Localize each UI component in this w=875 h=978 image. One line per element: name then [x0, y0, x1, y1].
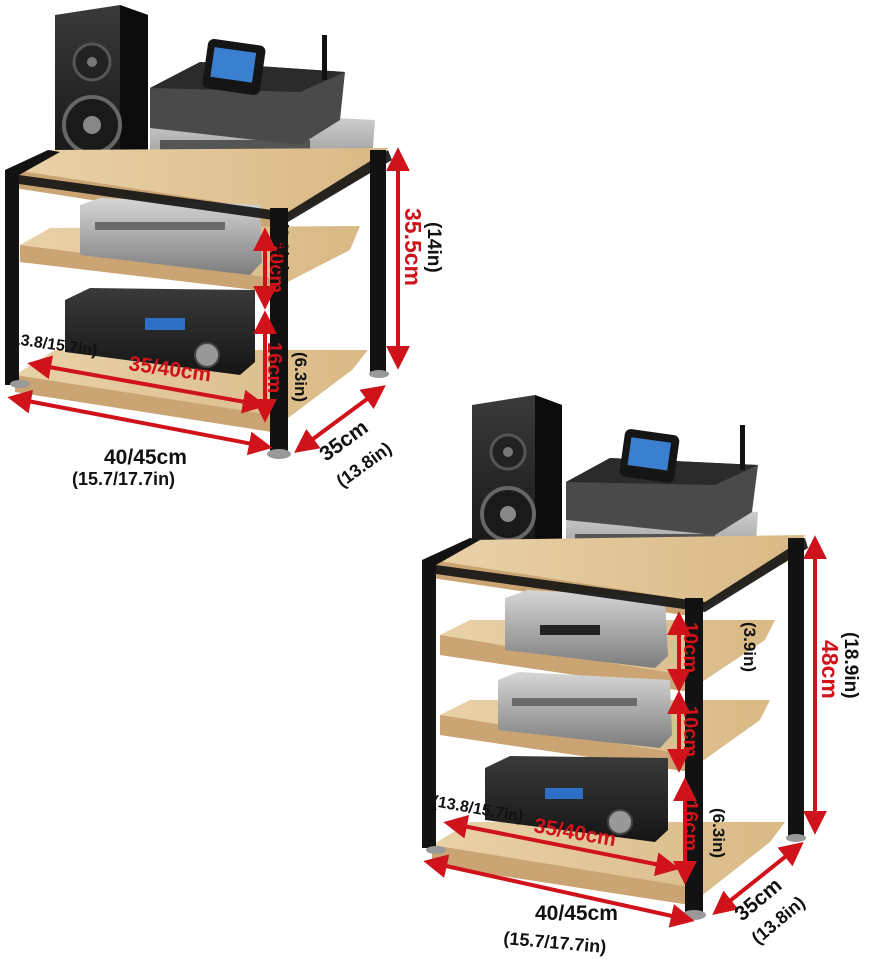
- small-width-in: (15.7/17.7in): [72, 469, 175, 489]
- large-width-cm: 40/45cm: [535, 902, 618, 925]
- large-height-cm: 48cm: [817, 640, 843, 699]
- large-height-in: (18.9in): [840, 632, 861, 699]
- small-height-cm: 35.5cm: [400, 208, 426, 286]
- large-rack: 48cm (18.9in) 10cm (3.9in) 10cm 16cm (6.…: [422, 395, 861, 957]
- large-gap-bottom-cm: 16cm: [679, 800, 701, 851]
- large-width-in: (15.7/17.7in): [503, 928, 607, 957]
- large-gap-2-cm: 10cm: [679, 706, 701, 757]
- speaker-icon: [472, 395, 562, 560]
- small-rack: 35.5cm (14in) 10cm (3.9in) 16cm (6.3in) …: [5, 5, 444, 491]
- large-gap-1-cm: 10cm: [679, 622, 701, 673]
- top-shelf: [432, 535, 805, 615]
- player-icon: [498, 672, 672, 748]
- small-width-cm: 40/45cm: [104, 446, 187, 469]
- speaker-icon: [55, 5, 148, 168]
- small-gap-top-in: (3.9in): [273, 222, 292, 272]
- small-gap-bottom-in: (6.3in): [291, 352, 310, 402]
- large-gap-1-in: (3.9in): [740, 622, 759, 672]
- large-gap-bottom-in: (6.3in): [709, 808, 728, 858]
- small-gap-bottom-cm: 16cm: [263, 342, 285, 393]
- small-gap-top-cm: 10cm: [265, 242, 287, 293]
- rack-frame: [5, 150, 392, 451]
- small-height-in: (14in): [423, 222, 444, 273]
- player-icon: [80, 198, 262, 275]
